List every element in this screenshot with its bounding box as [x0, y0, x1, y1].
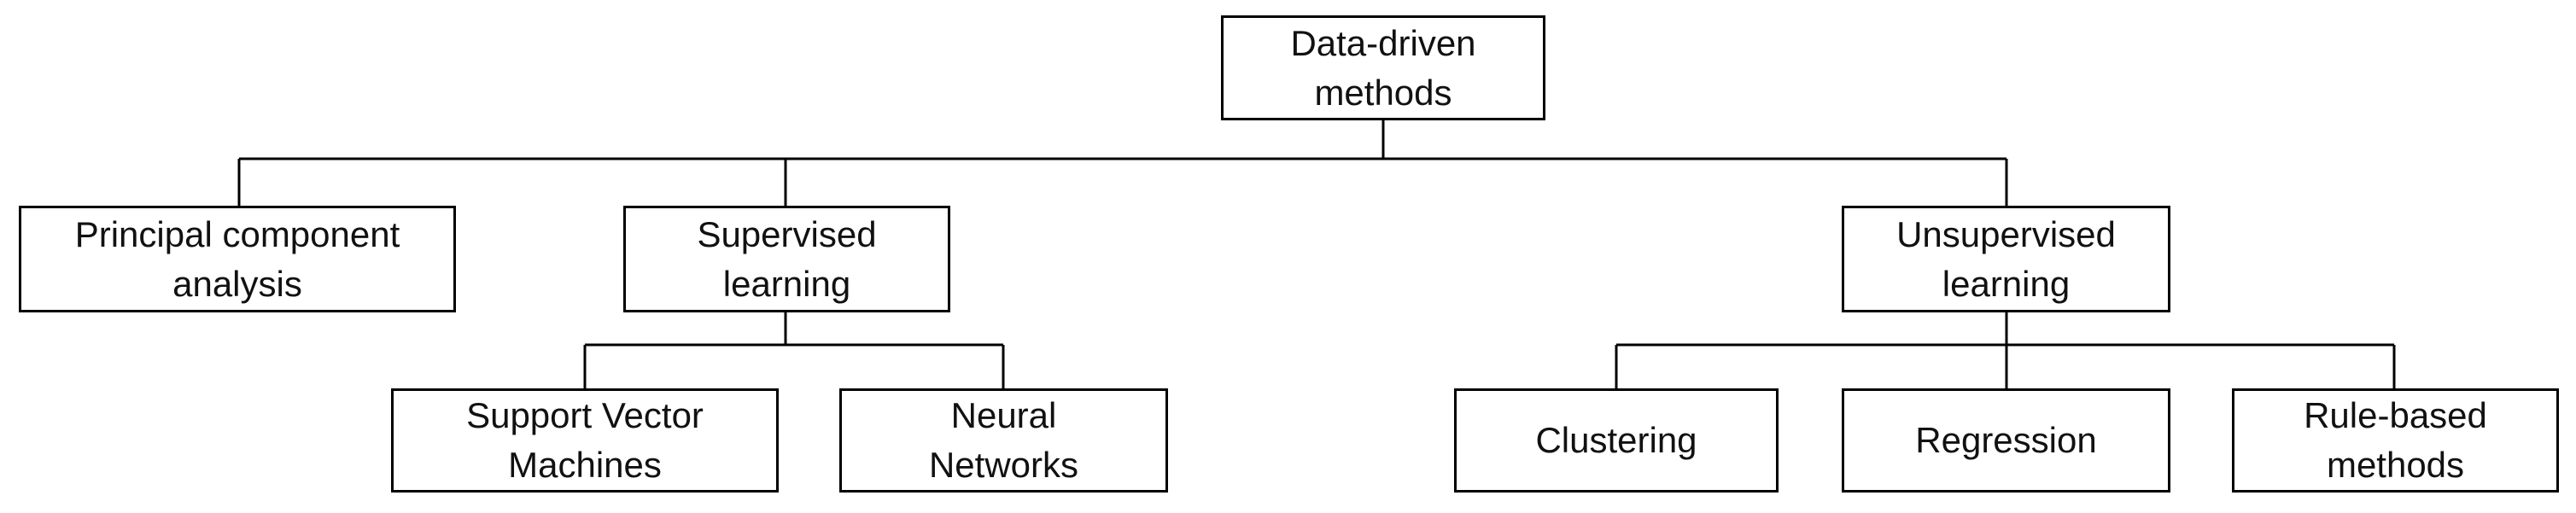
node-support-vector-machines-label: Support Vector Machines [466, 395, 704, 485]
node-rule-based-methods-label: Rule-based methods [2304, 395, 2487, 485]
node-support-vector-machines: Support Vector Machines [391, 388, 779, 493]
node-clustering-label: Clustering [1535, 420, 1697, 460]
node-supervised-learning-label: Supervised learning [697, 213, 877, 304]
node-regression-label: Regression [1915, 420, 2097, 460]
node-unsupervised-learning: Unsupervised learning [1842, 206, 2170, 312]
node-rule-based-methods: Rule-based methods [2232, 388, 2559, 493]
node-unsupervised-learning-label: Unsupervised learning [1896, 213, 2116, 304]
node-clustering: Clustering [1454, 388, 1779, 493]
node-principal-component-analysis: Principal component analysis [19, 206, 456, 312]
node-supervised-learning: Supervised learning [623, 206, 950, 312]
node-principal-component-analysis-label: Principal component analysis [74, 213, 400, 304]
node-neural-networks-label: Neural Networks [928, 395, 1079, 485]
node-data-driven-methods-label: Data-driven methods [1290, 22, 1476, 113]
node-neural-networks: Neural Networks [839, 388, 1168, 493]
node-data-driven-methods: Data-driven methods [1221, 15, 1545, 120]
node-regression: Regression [1842, 388, 2170, 493]
